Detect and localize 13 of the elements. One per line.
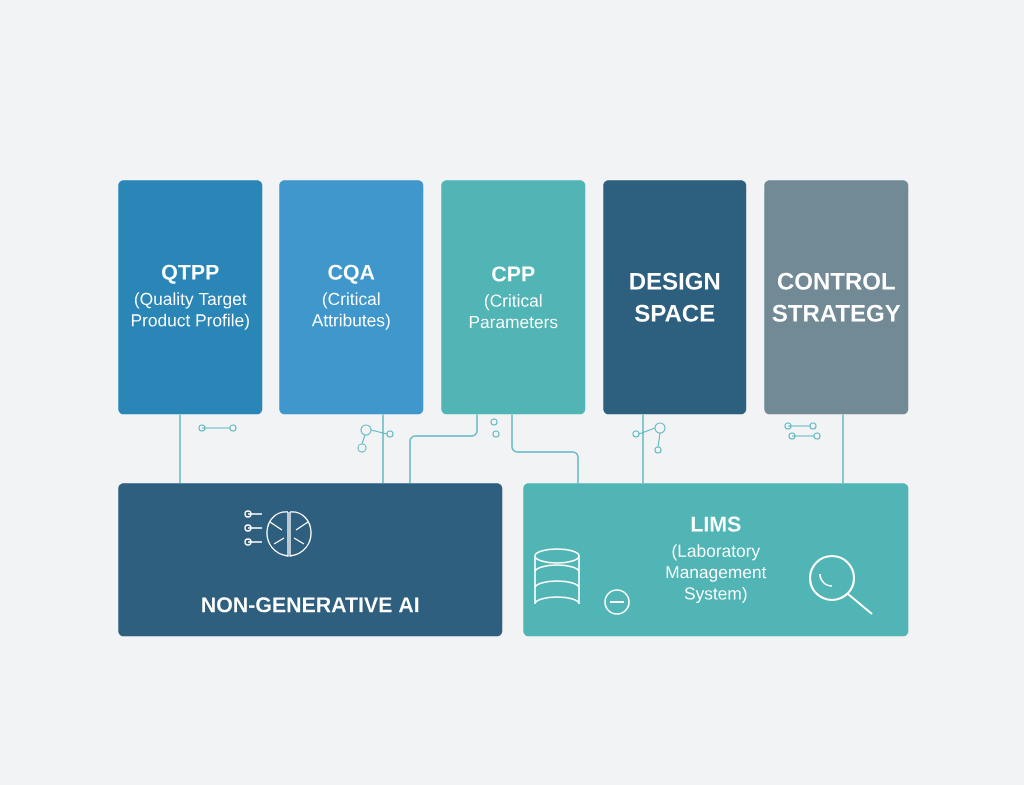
system-box: LIMS (Laboratory Management System) <box>523 483 909 637</box>
connector-line <box>179 413 181 484</box>
system-box: NON-GENERATIVE AI <box>118 483 503 637</box>
category-box: QTPP (Quality Target Product Profile) <box>118 180 263 415</box>
connector-line <box>382 413 384 484</box>
category-box: DESIGN SPACE <box>603 180 747 415</box>
connector-line <box>642 413 644 484</box>
connector-line <box>842 413 844 484</box>
category-box: CPP (Critical Parameters <box>441 180 586 415</box>
category-box: CQA (Critical Attributes) <box>279 180 424 415</box>
connector-line <box>511 413 579 484</box>
connector-line <box>409 413 478 484</box>
category-box: CONTROL STRATEGY <box>764 180 909 415</box>
